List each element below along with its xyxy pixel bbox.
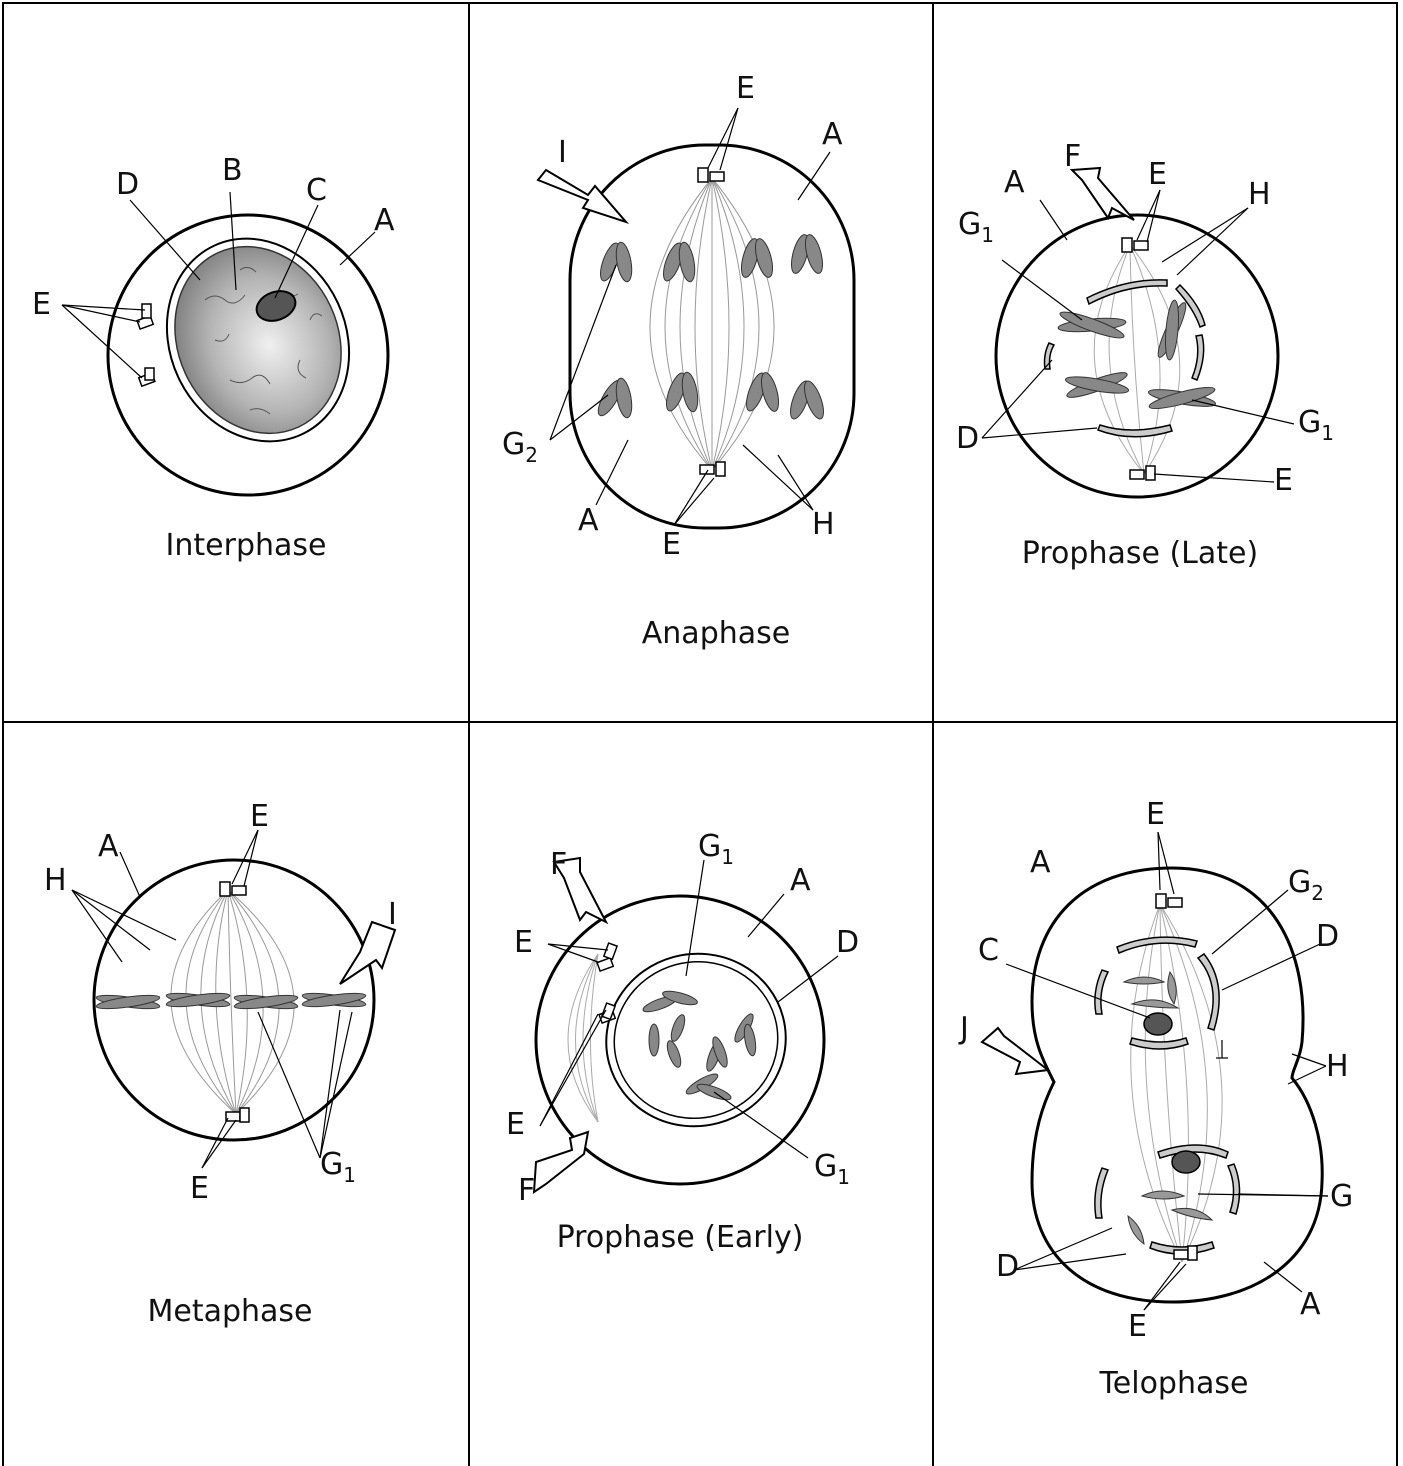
panel-prophase-early: F G1 A E D E G1 F Prophase (Early): [468, 722, 932, 1466]
label-E-top: E: [1148, 160, 1167, 190]
label-C: C: [306, 176, 327, 206]
caption-prophase-early: Prophase (Early): [557, 1220, 804, 1255]
arrow-F: [1072, 168, 1134, 220]
label-H: H: [1326, 1052, 1349, 1082]
label-G1-bottom: G1: [814, 1152, 850, 1184]
label-I: I: [558, 138, 567, 168]
interphase-drawing: [0, 0, 468, 720]
label-I: I: [388, 900, 397, 930]
label-G1-left: G1: [958, 210, 994, 242]
label-D: D: [956, 424, 979, 454]
label-D-top: D: [1316, 922, 1339, 952]
label-E-bottom: E: [1128, 1312, 1147, 1342]
label-A: A: [790, 866, 811, 896]
label-G1-right: G1: [1298, 408, 1334, 440]
label-E-bottom: E: [662, 530, 681, 560]
caption-interphase: Interphase: [166, 528, 327, 563]
label-A: A: [98, 832, 119, 862]
label-F-top: F: [550, 850, 567, 880]
label-D: D: [836, 928, 859, 958]
cell-membrane: [996, 215, 1278, 497]
caption-telophase: Telophase: [1100, 1366, 1249, 1401]
label-H: H: [1248, 180, 1271, 210]
label-E-top: E: [514, 928, 533, 958]
panel-interphase: D B C A E Interphase: [0, 0, 468, 720]
panel-anaphase: E I A G2 A E H Anaphase: [468, 0, 932, 720]
nucleolus-top: [1144, 1013, 1172, 1035]
label-J: J: [960, 1014, 969, 1044]
arrow-F-bottom: [534, 1132, 588, 1192]
panel-telophase: E A G2 D C J H G D A E Telophase: [932, 722, 1396, 1466]
caption-prophase-late: Prophase (Late): [1022, 536, 1258, 571]
label-G2: G2: [502, 430, 538, 462]
label-A: A: [374, 206, 395, 236]
label-E-top: E: [736, 74, 755, 104]
telophase-drawing: [932, 722, 1396, 1466]
label-E: E: [32, 290, 51, 320]
label-E-bottom: E: [190, 1174, 209, 1204]
label-G1-top: G1: [698, 832, 734, 864]
label-A-top: A: [822, 120, 843, 150]
label-F: F: [1064, 142, 1081, 172]
nucleolus-bottom: [1172, 1151, 1200, 1173]
label-G1: G1: [320, 1150, 356, 1182]
label-A-bottom: A: [578, 506, 599, 536]
panel-metaphase: A E H I G1 E Metaphase: [0, 722, 468, 1466]
label-H: H: [44, 866, 67, 896]
label-H: H: [812, 510, 835, 540]
label-A: A: [1004, 168, 1025, 198]
prophase-late-drawing: [932, 0, 1396, 720]
label-C: C: [978, 936, 999, 966]
label-E-bottom: E: [1274, 466, 1293, 496]
panel-prophase-late: A F E H G1 G1 D E Prophase (Late): [932, 0, 1396, 720]
label-E-bottom: E: [506, 1110, 525, 1140]
label-G2: G2: [1288, 868, 1324, 900]
label-F-bottom: F: [518, 1176, 535, 1206]
label-D-bottom: D: [996, 1252, 1019, 1282]
anaphase-drawing: [468, 0, 932, 720]
metaphase-drawing: [0, 722, 468, 1466]
label-E-top: E: [250, 802, 269, 832]
caption-metaphase: Metaphase: [147, 1294, 312, 1329]
grid-border-right: [1396, 2, 1398, 1466]
label-E-top: E: [1146, 800, 1165, 830]
label-A-bottom: A: [1300, 1290, 1321, 1320]
caption-anaphase: Anaphase: [642, 616, 790, 651]
label-D: D: [116, 170, 139, 200]
label-B: B: [222, 156, 243, 186]
label-G: G: [1330, 1182, 1353, 1212]
label-A-top: A: [1030, 848, 1051, 878]
